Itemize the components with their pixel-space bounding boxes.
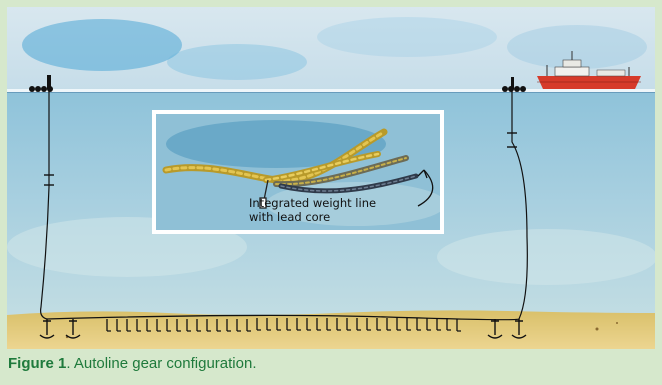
figure-caption-text: . Autoline gear configuration. — [66, 355, 256, 372]
sky-watercolor-blot — [22, 19, 182, 71]
sky-watercolor-blot — [317, 17, 497, 57]
inset-illustration: Integrated weight line with lead core — [156, 114, 440, 230]
weight-line-callout: Integrated weight line with lead core — [249, 196, 439, 224]
water-wash — [437, 229, 655, 285]
weight-line-inset: Integrated weight line with lead core — [152, 110, 444, 234]
callout-line-2: with lead core — [249, 210, 439, 224]
seabed-speck — [616, 322, 618, 324]
figure-label: Figure 1 — [8, 355, 66, 372]
sky-watercolor-blot — [167, 44, 307, 80]
seabed-speck — [596, 328, 599, 331]
callout-line-1: Integrated weight line — [249, 196, 439, 210]
figure-caption: Figure 1. Autoline gear configuration. — [8, 355, 257, 372]
